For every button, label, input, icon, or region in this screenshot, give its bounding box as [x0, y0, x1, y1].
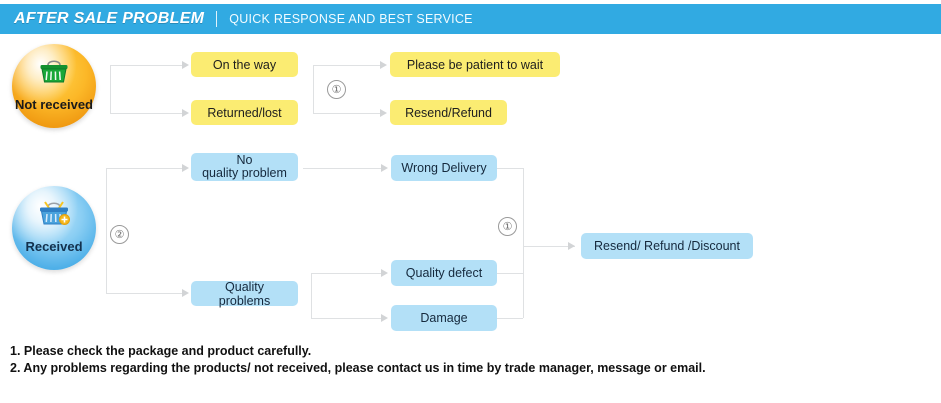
connector-not-received-top [110, 65, 182, 66]
branch-label-not-received: Not received [14, 97, 94, 112]
shopping-basket-icon [37, 56, 71, 91]
node-quality-defect: Quality defect [391, 260, 497, 286]
node-damage: Damage [391, 305, 497, 331]
arrow-to-quality-problems [182, 289, 189, 297]
connector-quality-trunk [311, 273, 312, 318]
connector-to-quality-defect [311, 273, 381, 274]
header-divider [216, 11, 218, 27]
connector-yellow-trunk [313, 65, 314, 113]
node-no-quality-problem: No quality problem [191, 153, 298, 181]
connector-received-trunk [106, 168, 107, 293]
branch-circle-not-received: Not received [12, 44, 96, 128]
arrow-to-please-be-patient [380, 61, 387, 69]
connector-to-wrong-delivery [303, 168, 381, 169]
node-returned-lost: Returned/lost [191, 100, 298, 125]
node-resend-refund: Resend/Refund [390, 100, 507, 125]
branch-label-received: Received [25, 239, 83, 254]
connector-to-outcome [523, 246, 575, 247]
connector-to-damage [311, 318, 381, 319]
merge-bus [523, 168, 524, 318]
arrow-to-on-the-way [182, 61, 189, 69]
step-marker-1-top: ① [327, 80, 346, 99]
arrow-to-returned-lost [182, 109, 189, 117]
arrow-to-resend-refund [380, 109, 387, 117]
footer-note-2: 2. Any problems regarding the products/ … [10, 361, 706, 375]
arrow-to-no-quality-problem [182, 164, 189, 172]
connector-not-received-bottom [110, 113, 182, 114]
node-on-the-way: On the way [191, 52, 298, 77]
connector-received-bottom [106, 293, 182, 294]
node-quality-problems: Quality problems [191, 280, 298, 308]
header-subtitle: QUICK RESPONSE AND BEST SERVICE [229, 12, 473, 26]
step-marker-1-bottom: ① [498, 217, 517, 236]
arrow-to-outcome [568, 242, 575, 250]
page-title: AFTER SALE PROBLEM [14, 10, 205, 27]
branch-circle-received: Received [12, 186, 96, 270]
footer-note-1: 1. Please check the package and product … [10, 344, 312, 358]
arrow-to-wrong-delivery [381, 164, 388, 172]
node-resend-refund-discount: Resend/ Refund /Discount [581, 233, 753, 259]
arrow-to-quality-defect [381, 269, 388, 277]
footer-notes: 1. Please check the package and product … [10, 343, 706, 377]
header-bar: AFTER SALE PROBLEM QUICK RESPONSE AND BE… [0, 4, 941, 34]
connector-yellow-bottom [313, 113, 380, 114]
shopping-basket-icon [36, 198, 72, 235]
node-wrong-delivery: Wrong Delivery [391, 155, 497, 181]
node-no-quality-problem-line2: quality problem [202, 166, 287, 180]
step-marker-2: ② [110, 225, 129, 244]
merge-line-damage [497, 318, 523, 319]
connector-not-received-trunk [110, 65, 111, 113]
merge-line-quality-defect [497, 273, 523, 274]
connector-received-top [106, 168, 182, 169]
merge-line-wrong-delivery [497, 168, 523, 169]
arrow-to-damage [381, 314, 388, 322]
node-please-be-patient-to-wait: Please be patient to wait [390, 52, 560, 77]
node-no-quality-problem-line1: No [236, 153, 253, 167]
connector-yellow-top [313, 65, 380, 66]
